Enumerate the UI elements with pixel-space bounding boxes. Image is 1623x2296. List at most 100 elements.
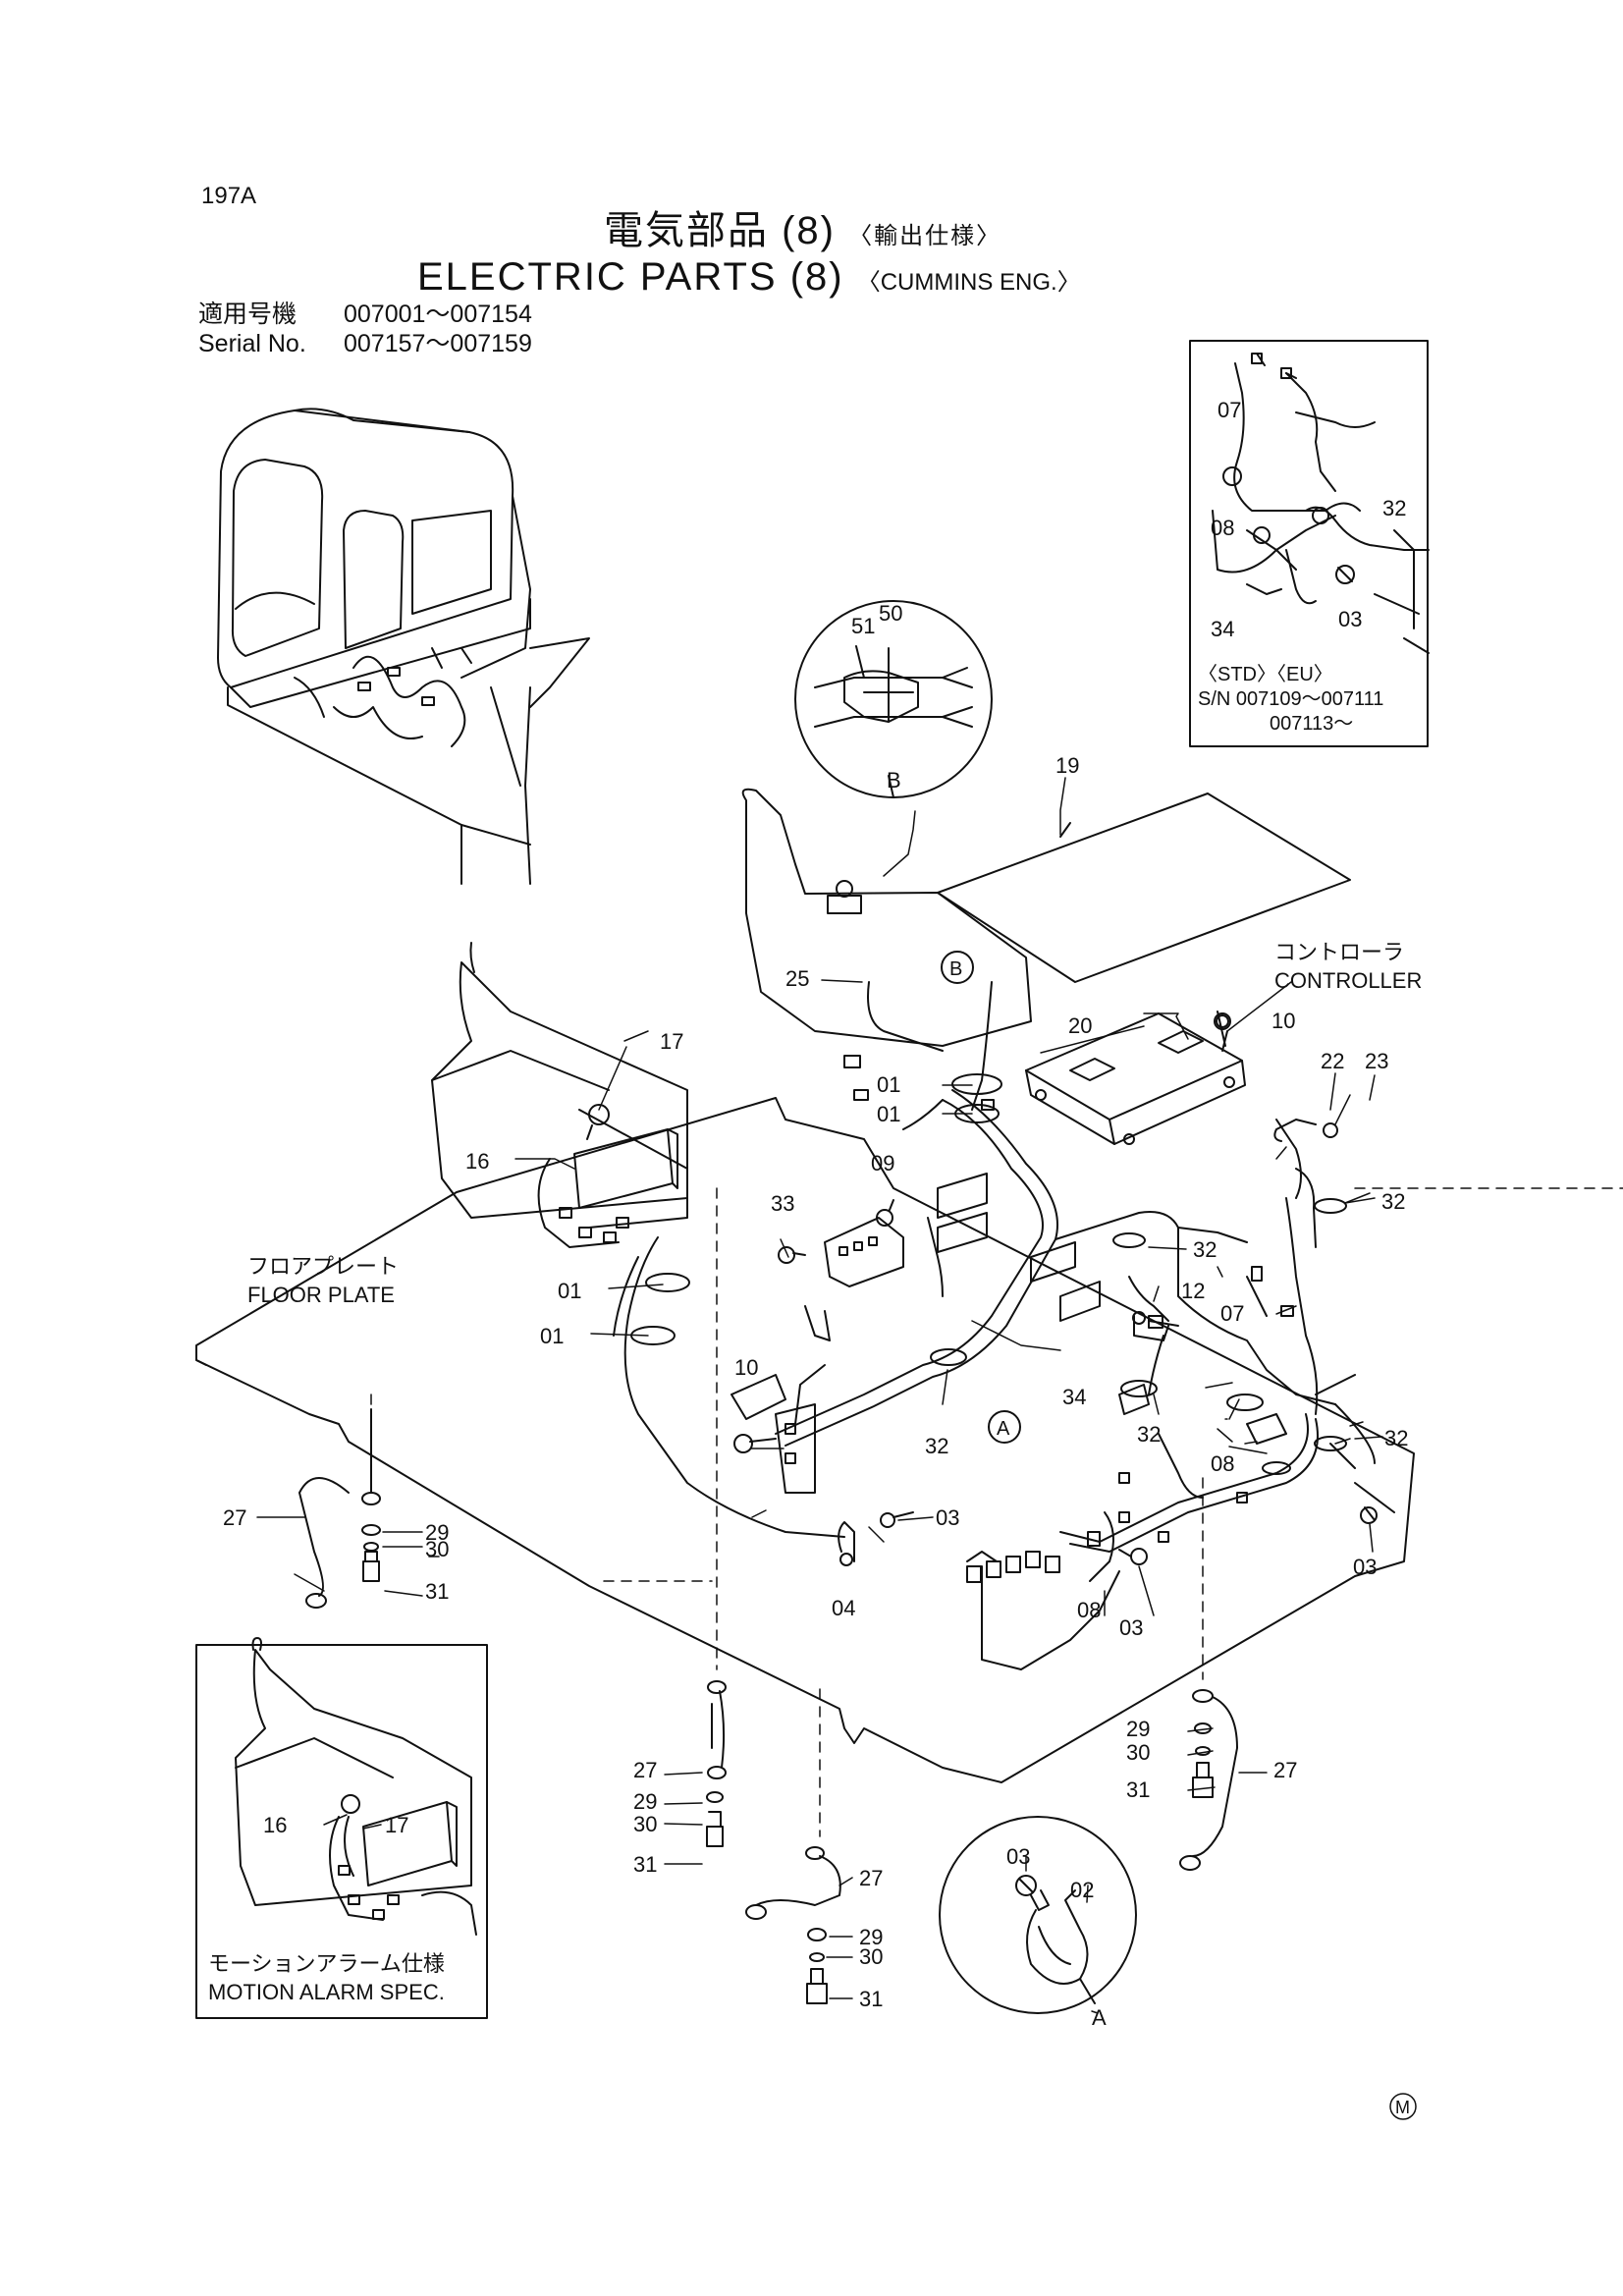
callout-labels: 51 50 B 19 コントローラ CONTROLLER 25 B 20 10 …: [208, 601, 1422, 2117]
part-label-27-center: 27: [633, 1758, 657, 1782]
part-label-31-right: 31: [1126, 1777, 1150, 1802]
part-label-03-inset: 03: [1338, 607, 1362, 631]
motion-alarm-label-jp: モーションアラーム仕様: [208, 1951, 445, 1976]
serial-range-serial-no: 007157～007159: [344, 330, 532, 357]
title-japanese-note: 〈輸出仕様〉: [848, 223, 1002, 249]
part-label-17: 17: [660, 1029, 683, 1054]
inset-motion-alarm: [195, 1637, 488, 2019]
main-wire-harness: [613, 981, 1376, 1670]
part-label-32-right: 32: [1381, 1189, 1405, 1214]
part-label-17-inset: 17: [385, 1813, 408, 1837]
part-label-30-middle: 30: [859, 1944, 883, 1969]
connectors-and-clips: [730, 1055, 1395, 1583]
part-label-20: 20: [1068, 1013, 1092, 1038]
part-label-33: 33: [771, 1191, 794, 1216]
controller-label-jp: コントローラ: [1274, 940, 1404, 964]
part-label-01-c: 01: [558, 1279, 581, 1303]
part-label-27-middle: 27: [859, 1866, 883, 1890]
panel-19-outline: [937, 793, 1351, 983]
part-label-29-middle: 29: [859, 1925, 883, 1949]
part-label-27-left: 27: [223, 1505, 246, 1530]
part-label-25: 25: [785, 966, 809, 991]
ground-cable-set-right: [1179, 1689, 1238, 1871]
inset-sn-line1: S/N 007109～007111: [1198, 688, 1383, 710]
part-label-03-center: 03: [936, 1505, 959, 1530]
m-mark-letter: M: [1395, 2098, 1410, 2117]
part-label-08-lower: 08: [1077, 1598, 1101, 1622]
part-label-07-inset: 07: [1217, 398, 1241, 422]
detail-view-b: [794, 600, 993, 798]
leader-lines: [256, 777, 1383, 2014]
part-label-19: 19: [1055, 753, 1079, 778]
part-label-02-detail: 02: [1070, 1878, 1094, 1902]
floor-plate-label-en: FLOOR PLATE: [247, 1283, 395, 1307]
view-markers: [941, 951, 1417, 2120]
inset-std-eu-labels: 07 08 32 34 03 〈STD〉〈EU〉 S/N 007109～0071…: [1198, 398, 1406, 735]
view-a-letter: A: [1092, 2005, 1107, 2030]
part-label-34: 34: [1062, 1385, 1086, 1409]
controller-unit-20: [1025, 1011, 1246, 1145]
part-label-03-right: 03: [1353, 1555, 1377, 1579]
title-japanese: 電気部品 (8) 〈輸出仕様〉: [604, 211, 1001, 250]
serial-range-applicable: 007001～007154: [344, 301, 532, 328]
dashed-centerlines: [370, 1187, 1623, 1837]
serial-row-applicable: 適用号機 007001～007154: [198, 302, 532, 327]
part-label-27-right: 27: [1273, 1758, 1297, 1782]
part-label-51: 51: [851, 614, 875, 638]
part-label-30-center: 30: [633, 1812, 657, 1836]
floor-plate-label-jp: フロアプレート: [247, 1254, 399, 1279]
part-label-07: 07: [1220, 1301, 1244, 1326]
serial-label-serial-no: Serial No.: [198, 330, 306, 357]
part-label-32-lower-mid: 32: [1137, 1422, 1161, 1447]
part-label-31-center: 31: [633, 1852, 657, 1877]
part-label-32-lower: 32: [925, 1434, 948, 1458]
part-label-10-left: 10: [734, 1355, 758, 1380]
part-label-34-inset: 34: [1211, 617, 1234, 641]
view-b-marker-letter: B: [949, 958, 962, 980]
part-label-23: 23: [1365, 1049, 1388, 1073]
clamps-and-bolts: [630, 1014, 1378, 1566]
ground-cable-set-center: [706, 1680, 727, 1847]
part-label-32-mid: 32: [1193, 1237, 1217, 1262]
ground-cable-set-left: [298, 1408, 381, 1609]
inset-variant-label: 〈STD〉〈EU〉: [1198, 664, 1333, 685]
part-label-04: 04: [832, 1596, 855, 1620]
motion-alarm-label-en: MOTION ALARM SPEC.: [208, 1980, 445, 2004]
inset-std-eu: [1189, 340, 1430, 747]
serial-row-serial-no: Serial No. 007157～007159: [198, 332, 532, 356]
part-label-03-lower: 03: [1119, 1615, 1143, 1640]
title-japanese-text: 電気部品 (8): [604, 209, 836, 252]
part-label-32-lower-right: 32: [1384, 1426, 1408, 1450]
part-label-16-inset: 16: [263, 1813, 287, 1837]
serial-label-applicable: 適用号機: [198, 301, 298, 328]
part-label-29-center: 29: [633, 1789, 657, 1814]
part-label-30-right: 30: [1126, 1740, 1150, 1765]
part-label-08-right: 08: [1211, 1451, 1234, 1476]
ground-cable-set-middle: [745, 1846, 841, 2004]
page-number: 197A: [201, 183, 257, 209]
floor-plate-outline: [195, 1097, 1415, 1783]
part-label-31-middle: 31: [859, 1987, 883, 2011]
part-label-31-left: 31: [425, 1579, 449, 1604]
part-label-01-b: 01: [877, 1102, 900, 1126]
part-label-50: 50: [879, 601, 902, 626]
part-label-16: 16: [465, 1149, 489, 1174]
detail-view-a: [939, 1816, 1137, 2014]
part-label-29-left: 29: [425, 1520, 449, 1545]
part-label-01-d: 01: [540, 1324, 564, 1348]
left-console: [431, 942, 688, 1248]
right-console: [741, 788, 1032, 1047]
part-label-32-inset: 32: [1382, 496, 1406, 520]
part-label-08-inset: 08: [1211, 516, 1234, 540]
cab-illustration: [217, 408, 590, 885]
title-english: ELECTRIC PARTS (8) 〈CUMMINS ENG.〉: [417, 257, 1081, 297]
view-a-marker-letter: A: [997, 1418, 1010, 1440]
part-label-29-right: 29: [1126, 1717, 1150, 1741]
title-english-text: ELECTRIC PARTS (8): [417, 255, 844, 299]
part-label-22: 22: [1321, 1049, 1344, 1073]
part-label-30-left: 30: [425, 1537, 449, 1561]
part-label-01-a: 01: [877, 1072, 900, 1097]
title-english-note: 〈CUMMINS ENG.〉: [856, 269, 1081, 296]
